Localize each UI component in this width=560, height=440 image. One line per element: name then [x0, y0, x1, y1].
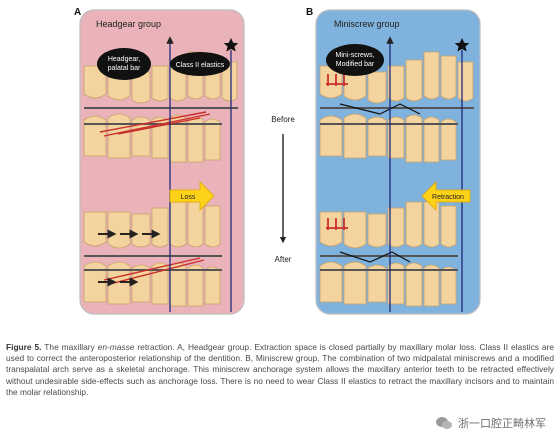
lower-arch-before-a: [83, 113, 221, 163]
timeline: Before After: [271, 115, 295, 264]
figure-label: Figure 5.: [6, 342, 42, 352]
modified-bar-after: [339, 251, 411, 263]
watermark-text: 浙一口腔正畸林军: [458, 417, 546, 430]
caption-italic: en-masse: [97, 342, 135, 352]
class-ii-bubble-label: Class II elastics: [176, 62, 225, 69]
class-ii-bubble: [170, 52, 230, 76]
star-icon: [223, 38, 239, 52]
panel-a: A Headgear group: [74, 7, 245, 315]
figure-caption: Figure 5. The maxillary en-masse retract…: [6, 342, 554, 398]
headgear-bubble: [97, 48, 151, 80]
wechat-logo-icon: [436, 417, 452, 429]
caption-text-2: retraction. A, Headgear group. Extractio…: [6, 342, 554, 397]
miniscrew-bubble-line2: Modified bar: [336, 61, 375, 68]
upper-arch-after-b: [319, 201, 457, 249]
class-ii-elastics-before: [99, 111, 211, 137]
panel-a-letter: A: [74, 7, 81, 18]
retraction-arrow: [421, 181, 471, 211]
loss-arrow-label: Loss: [181, 194, 196, 201]
panel-b-title: Miniscrew group: [334, 19, 400, 29]
molar-mesial-arrows: [98, 229, 161, 287]
star-icon: [454, 38, 470, 52]
retraction-arrow-label: Retraction: [432, 194, 464, 201]
upper-arch-after-a: [83, 201, 221, 249]
headgear-bubble-line2: palatal bar: [108, 65, 141, 72]
panel-b: B Miniscrew group: [306, 7, 481, 315]
before-label: Before: [271, 115, 295, 124]
lower-arch-before-b: [319, 113, 457, 163]
miniscrew-bubble: [326, 44, 384, 76]
lower-arch-after-b: [319, 261, 457, 307]
panel-b-letter: B: [306, 7, 313, 18]
miniscrews-after: [326, 218, 348, 230]
class-ii-elastics-after: [103, 257, 205, 285]
caption-text-1: The maxillary: [41, 342, 98, 352]
after-label: After: [275, 255, 292, 264]
miniscrews-before: [326, 74, 348, 86]
headgear-bubble-line1: Headgear,: [108, 56, 140, 63]
loss-arrow: [169, 181, 215, 211]
retraction-figure: A Headgear group: [74, 7, 481, 315]
miniscrew-bubble-line1: Mini-screws,: [336, 52, 375, 59]
lower-arch-after-a: [83, 261, 221, 307]
panel-a-title: Headgear group: [96, 19, 161, 29]
watermark: 浙一口腔正畸林军: [435, 415, 546, 431]
